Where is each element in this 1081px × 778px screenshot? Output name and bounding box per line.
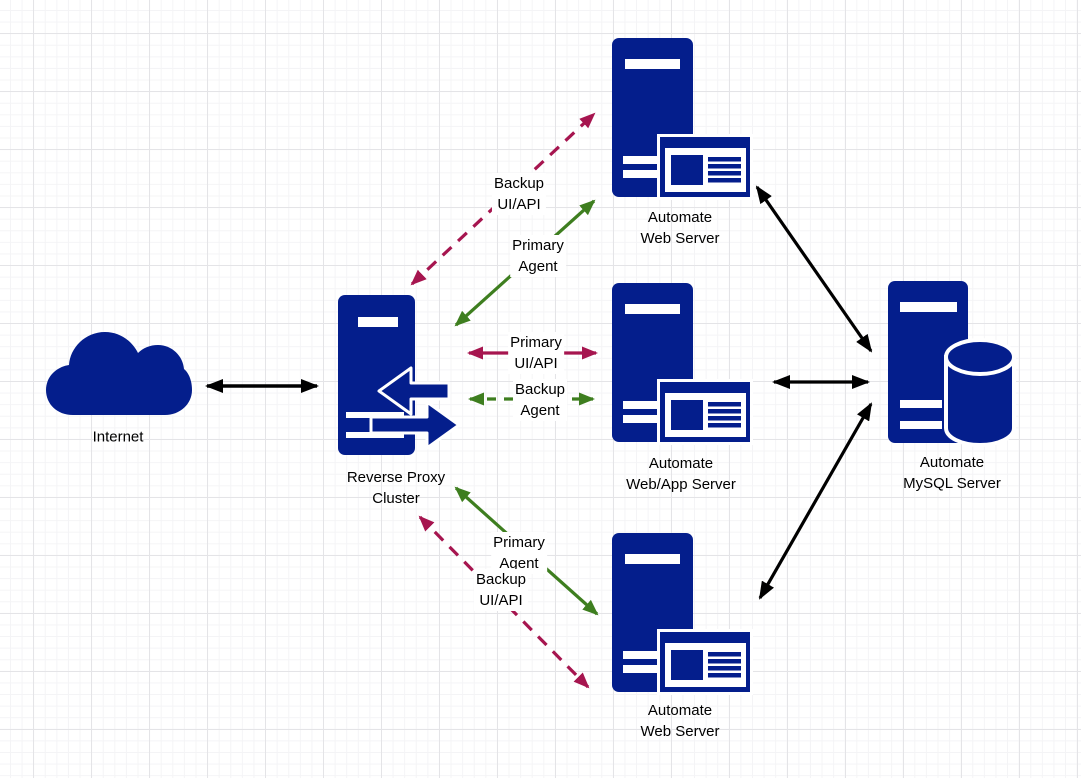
database-server-icon[interactable] bbox=[886, 279, 1016, 447]
web-server-icon-middle[interactable] bbox=[612, 283, 753, 445]
edge-web-top-to-mysql[interactable] bbox=[755, 185, 873, 353]
cloud-icon[interactable] bbox=[46, 332, 192, 415]
web-server-icon-top[interactable] bbox=[612, 38, 753, 200]
web-server-icon-bottom[interactable] bbox=[612, 533, 753, 695]
edge-web-bottom-to-mysql[interactable] bbox=[758, 402, 873, 600]
edge-proxy-to-web-bottom-backup-ui-api[interactable] bbox=[418, 515, 590, 689]
proxy-server-icon[interactable] bbox=[336, 293, 461, 457]
node-label-internet: Internet bbox=[92, 428, 144, 446]
